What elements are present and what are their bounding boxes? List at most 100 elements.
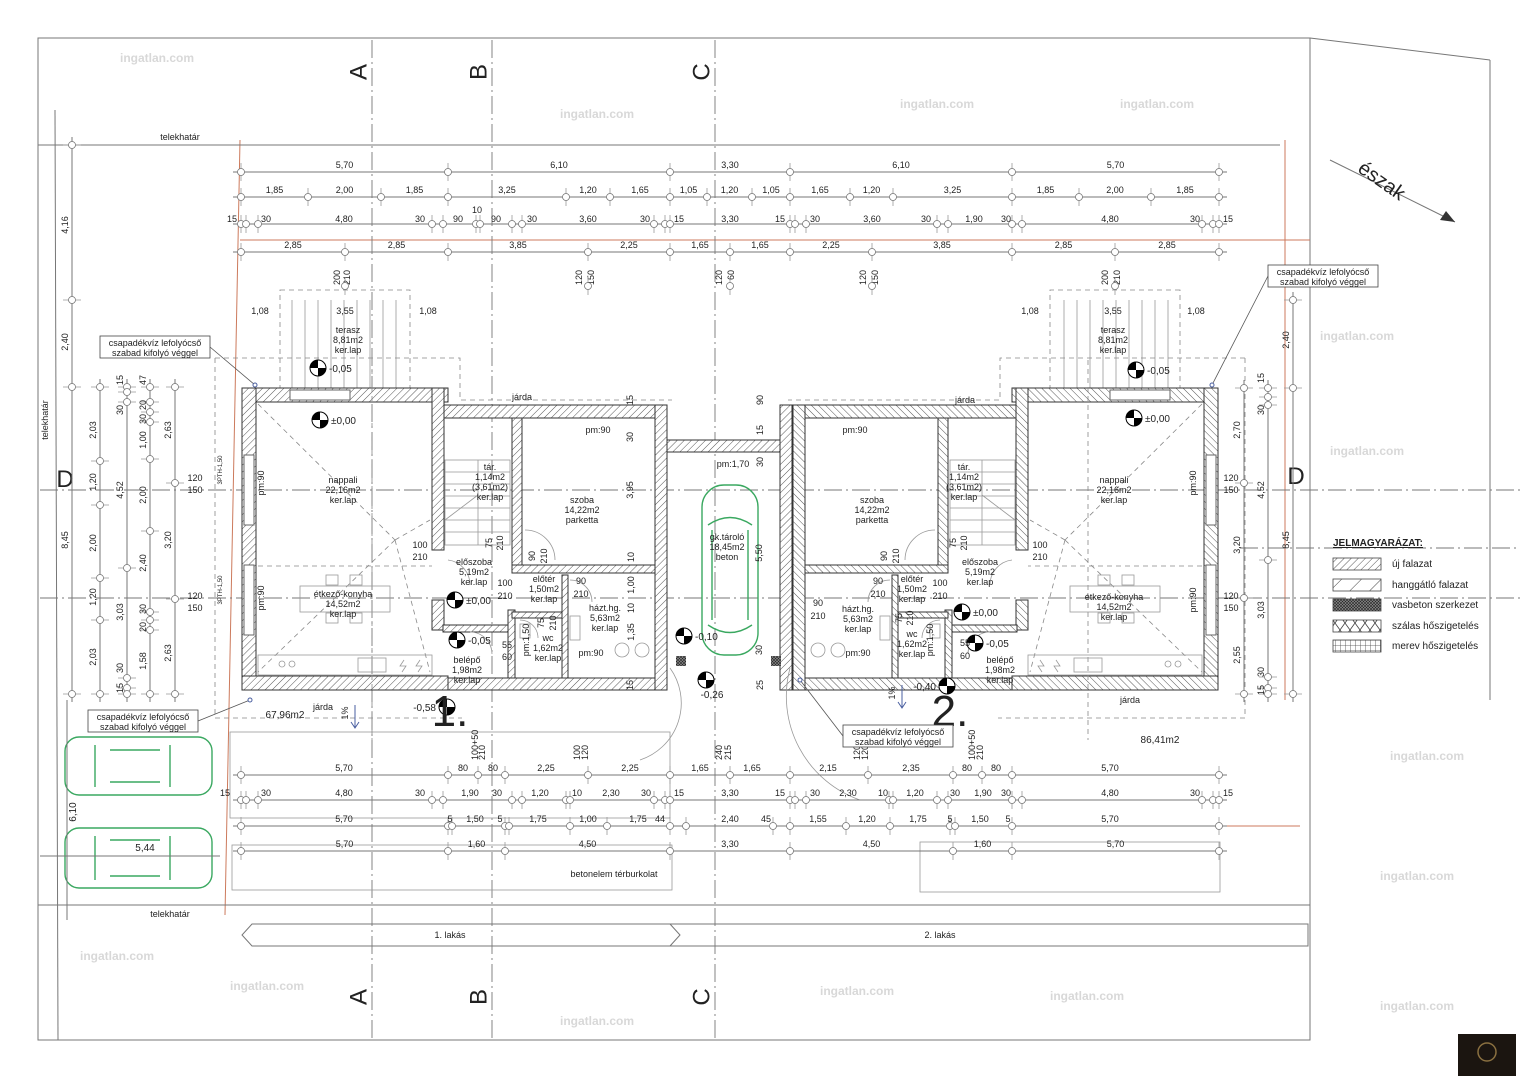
dimension-label: 120 bbox=[187, 591, 202, 601]
dimension-node bbox=[146, 527, 154, 535]
room-area: 14,52m2 bbox=[1096, 602, 1131, 612]
dimension-node bbox=[96, 574, 104, 582]
room-area: 14,22m2 bbox=[854, 505, 889, 515]
dimension-label: 120 bbox=[860, 745, 870, 760]
room-name: szoba bbox=[570, 495, 594, 505]
dimension-label: 4,50 bbox=[579, 839, 597, 849]
walkway-label: járda bbox=[1119, 695, 1140, 705]
dimension-node bbox=[889, 193, 897, 201]
plan-label: 75 bbox=[948, 538, 958, 548]
dimension-node bbox=[171, 595, 179, 603]
dimension-node bbox=[237, 822, 245, 830]
dimension-label: 2,00 bbox=[1106, 185, 1124, 195]
plan-label: 210 bbox=[548, 615, 558, 630]
level-value: -0,26 bbox=[701, 690, 724, 701]
dimension-node bbox=[1264, 690, 1272, 698]
watermark: ingatlan.com bbox=[1050, 989, 1124, 1003]
dimension-label: 5,70 bbox=[1101, 763, 1119, 773]
room-name: belépő bbox=[453, 655, 480, 665]
callout-text: szabad kifolyó véggel bbox=[1280, 277, 1366, 287]
grid-axis-label: A bbox=[345, 64, 372, 80]
dimension-node bbox=[237, 168, 245, 176]
legend-item: vasbeton szerkezet bbox=[1392, 600, 1478, 611]
dimension-node bbox=[68, 141, 76, 149]
downpipe-callout bbox=[87, 697, 253, 733]
dimension-label: 15 bbox=[1223, 788, 1233, 798]
dimension-label: 30 bbox=[810, 788, 820, 798]
dimension-node bbox=[304, 193, 312, 201]
dimension-label: 1,60 bbox=[974, 839, 992, 849]
dimension-label: 5,70 bbox=[336, 839, 354, 849]
dimension-label: 1,50 bbox=[971, 814, 989, 824]
callout-text: szabad kifolyó véggel bbox=[100, 722, 186, 732]
callout-text: csapadékvíz lefolyócső bbox=[1277, 267, 1370, 277]
dimension-node bbox=[123, 388, 131, 396]
dimension-node bbox=[868, 248, 876, 256]
room-name: étkező-konyha bbox=[1085, 592, 1144, 602]
dimension-label: 80 bbox=[962, 763, 972, 773]
plan-label: pm:90 bbox=[845, 648, 870, 658]
room-name: házt.hg. bbox=[842, 604, 874, 614]
dimension-label: 3,03 bbox=[115, 603, 125, 621]
room-finish: ker.lap bbox=[1101, 495, 1128, 505]
dimension-label: 15 bbox=[115, 375, 125, 385]
dimension-label: 6,10 bbox=[550, 160, 568, 170]
dimension-label: 1,85 bbox=[1176, 185, 1194, 195]
room-area: 22,16m2 bbox=[325, 485, 360, 495]
room-finish: ker.lap bbox=[1100, 345, 1127, 355]
drawing-frame bbox=[37, 37, 1311, 1041]
callout-text: csapadékvíz lefolyócső bbox=[852, 727, 945, 737]
dimension-label: 2,30 bbox=[602, 788, 620, 798]
dimension-label: 1,65 bbox=[811, 185, 829, 195]
room-area: 1,50m2 bbox=[529, 584, 559, 594]
dimension-label: 1,65 bbox=[691, 240, 709, 250]
callout-text: szabad kifolyó véggel bbox=[855, 737, 941, 747]
room-area: 1,98m2 bbox=[452, 665, 482, 675]
dimension-label: 15 bbox=[1256, 373, 1266, 383]
room-finish: ker.lap bbox=[454, 675, 481, 685]
room-area: 14,22m2 bbox=[564, 505, 599, 515]
dimension-node bbox=[1289, 690, 1297, 698]
unit-label: 1. lakás bbox=[434, 930, 466, 940]
dimension-node bbox=[1111, 282, 1119, 290]
dimension-node bbox=[666, 847, 674, 855]
level-marker-icon bbox=[1127, 361, 1145, 379]
level-marker-icon bbox=[446, 591, 464, 609]
paving-label: betonelem térburkolat bbox=[570, 869, 658, 879]
dimension-node bbox=[237, 771, 245, 779]
dimension-node bbox=[726, 771, 734, 779]
dimension-node bbox=[584, 282, 592, 290]
dimension-label: 1,85 bbox=[406, 185, 424, 195]
grid-axis-label: D bbox=[1287, 463, 1304, 490]
plan-label: 210 bbox=[891, 548, 901, 563]
room-name: nappali bbox=[1099, 475, 1128, 485]
dimension-label: 3,30 bbox=[721, 839, 739, 849]
dimension-node bbox=[1008, 796, 1016, 804]
dimension-node bbox=[237, 847, 245, 855]
dimension-label: 2,25 bbox=[620, 240, 638, 250]
dimension-label: 30 bbox=[1001, 788, 1011, 798]
dimension-node bbox=[123, 398, 131, 406]
room-area: 5,19m2 bbox=[459, 567, 489, 577]
dimension-label: 1,20 bbox=[88, 473, 98, 491]
dimension-label: 1,65 bbox=[631, 185, 649, 195]
dimension-node bbox=[68, 690, 76, 698]
room-area: 18,45m2 bbox=[709, 542, 744, 552]
dimension-label: 1,65 bbox=[691, 763, 709, 773]
plan-label: pm:1,70 bbox=[717, 459, 750, 469]
room-name: terasz bbox=[1101, 325, 1126, 335]
dimension-label: 1,00 bbox=[138, 431, 148, 449]
dimension-label: 3,20 bbox=[1232, 536, 1242, 554]
dimension-label: 10 bbox=[472, 205, 482, 215]
dimension-node bbox=[1008, 168, 1016, 176]
dimension-node bbox=[444, 193, 452, 201]
dimension-label: 15 bbox=[115, 683, 125, 693]
dimension-node bbox=[428, 220, 436, 228]
plan-label: 90 bbox=[813, 598, 823, 608]
level-value: -0,05 bbox=[329, 364, 352, 375]
dimension-label: 2,03 bbox=[88, 421, 98, 439]
dimension-label: 6,10 bbox=[892, 160, 910, 170]
dimension-label: 1,08 bbox=[251, 306, 269, 316]
dimension-label: 30 bbox=[415, 214, 425, 224]
dimension-label: 2,63 bbox=[163, 644, 173, 662]
